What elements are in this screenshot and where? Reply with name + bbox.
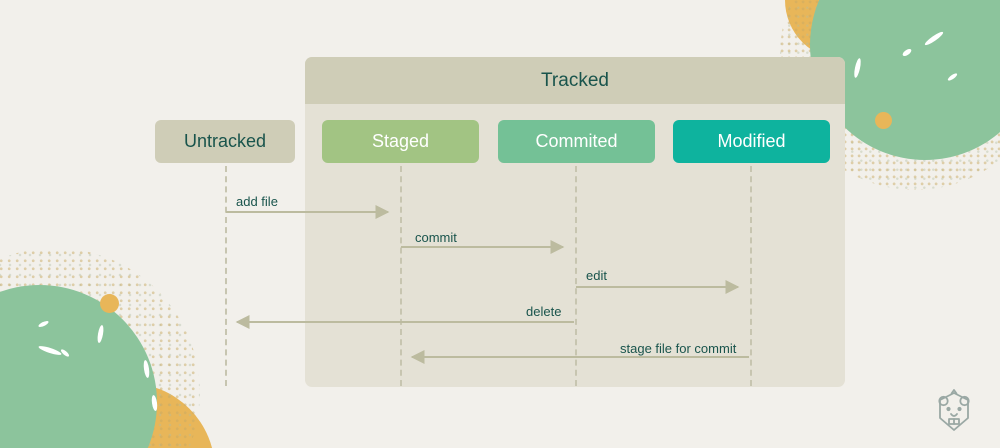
lane-label-committed: Commited bbox=[535, 131, 618, 151]
lifeline-committed bbox=[575, 166, 577, 386]
transition-label-commit: commit bbox=[415, 230, 457, 245]
lane-box-committed[interactable]: Commited bbox=[498, 120, 655, 163]
lane-box-modified[interactable]: Modified bbox=[673, 120, 830, 163]
lane-label-staged: Staged bbox=[371, 131, 430, 151]
transition-label-delete: delete bbox=[526, 304, 562, 319]
beaver-mascot-icon bbox=[938, 389, 970, 431]
tracked-header: Tracked bbox=[305, 57, 845, 104]
lifeline-modified bbox=[750, 166, 752, 386]
transition-label-edit: edit bbox=[586, 268, 607, 283]
lane-label-modified: Modified bbox=[717, 131, 786, 151]
tracked-label: Tracked bbox=[541, 69, 609, 91]
lifeline-staged bbox=[400, 166, 402, 386]
lane-box-untracked[interactable]: Untracked bbox=[155, 120, 295, 163]
lifeline-untracked bbox=[225, 166, 227, 386]
lane-box-staged[interactable]: Staged bbox=[322, 120, 479, 163]
lane-label-untracked: Untracked bbox=[183, 131, 267, 151]
transition-label-stage-file: stage file for commit bbox=[620, 341, 737, 356]
transition-label-add-file: add file bbox=[236, 194, 278, 209]
